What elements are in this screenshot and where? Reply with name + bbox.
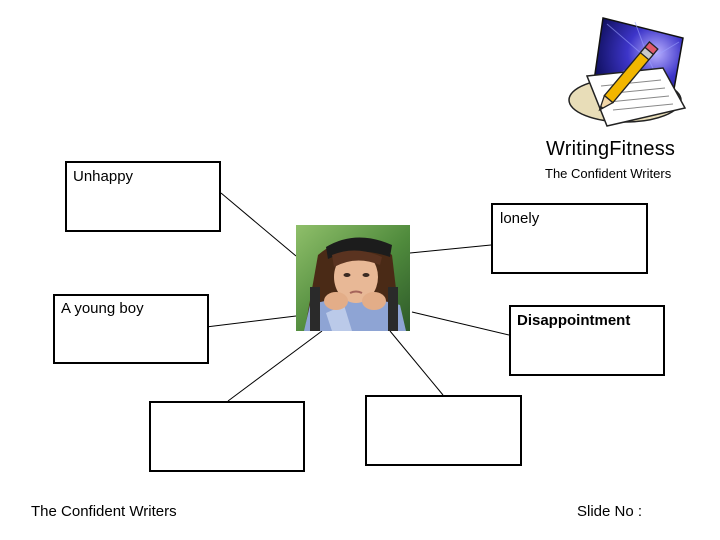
connector-empty-right [389,330,444,396]
node-label-unhappy: Unhappy [73,168,134,185]
node-box-empty-left [149,401,305,472]
node-box-disappointment [509,305,665,376]
connector-empty-left [227,330,323,402]
slide-number-label: Slide No : [577,503,643,520]
node-box-unhappy [65,161,221,232]
connector-young-boy [205,315,297,328]
connector-unhappy [220,192,297,257]
brand-title: WritingFitness [546,138,676,160]
connector-disappointment [411,311,510,336]
footer-brand: The Confident Writers [31,503,177,520]
node-label-disappointment: Disappointment [517,312,631,329]
node-box-lonely [491,203,648,274]
node-box-empty-right [365,395,522,466]
connector-lonely [409,244,492,254]
writing-logo-icon [568,17,687,127]
node-label-young-boy: A young boy [61,300,144,317]
boy-thinking-photo [296,225,410,331]
node-label-lonely: lonely [500,210,540,227]
node-box-young-boy [53,294,209,364]
brand-subtitle: The Confident Writers [545,166,672,181]
